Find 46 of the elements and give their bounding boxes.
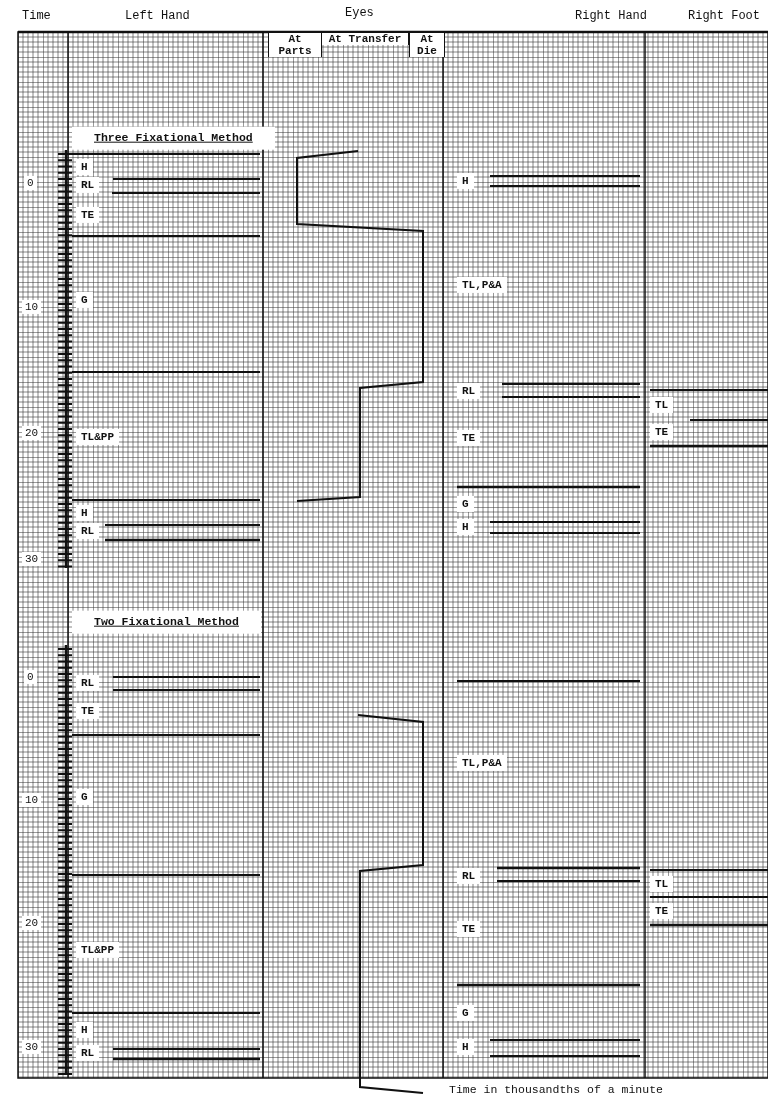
activity-code: RL [76, 674, 100, 692]
column-subheader: At Parts [268, 33, 322, 58]
activity-code: TL,P&A [457, 754, 507, 772]
activity-code: RL [76, 1044, 100, 1062]
axis-tick-label: 20 [22, 425, 42, 441]
activity-code: TL&PP [76, 428, 119, 446]
activity-code: TE [650, 423, 674, 441]
activity-code: TE [457, 429, 481, 447]
column-header: Left Hand [125, 10, 190, 24]
activity-code: TL,P&A [457, 276, 507, 294]
axis-tick-label: 0 [24, 175, 37, 191]
activity-code: RL [457, 867, 481, 885]
activity-code: RL [76, 522, 100, 540]
section-heading: Three Fixational Method [72, 126, 275, 150]
activity-code: H [76, 1021, 93, 1039]
axis-tick-label: 30 [22, 1039, 42, 1055]
column-header: Eyes [345, 7, 374, 21]
column-header: Right Foot [688, 10, 760, 24]
activity-code: G [457, 1004, 474, 1022]
activity-code: G [76, 788, 93, 806]
activity-code: RL [76, 176, 100, 194]
activity-code: H [457, 1038, 474, 1056]
activity-code: H [76, 158, 93, 176]
activity-code: TL&PP [76, 941, 119, 959]
axis-tick-label: 30 [22, 551, 42, 567]
activity-code: H [457, 172, 474, 190]
activity-code: G [457, 495, 474, 513]
column-subheader: At Die [409, 33, 445, 58]
activity-code: H [457, 518, 474, 536]
axis-tick-label: 20 [22, 915, 42, 931]
column-header: Right Hand [575, 10, 647, 24]
axis-tick-label: 0 [24, 669, 37, 685]
activity-code: TE [76, 206, 100, 224]
column-subheader: At Transfer [321, 33, 409, 46]
activity-code: TL [650, 396, 674, 414]
activity-code: G [76, 291, 93, 309]
activity-code: H [76, 504, 93, 522]
axis-tick-label: 10 [22, 299, 42, 315]
activity-code: TE [457, 920, 481, 938]
activity-code: TL [650, 875, 674, 893]
activity-code: TE [650, 902, 674, 920]
activity-code: TE [76, 702, 100, 720]
column-header: Time [22, 10, 51, 24]
section-heading: Two Fixational Method [72, 610, 261, 634]
activity-code: RL [457, 382, 481, 400]
axis-tick-label: 10 [22, 792, 42, 808]
